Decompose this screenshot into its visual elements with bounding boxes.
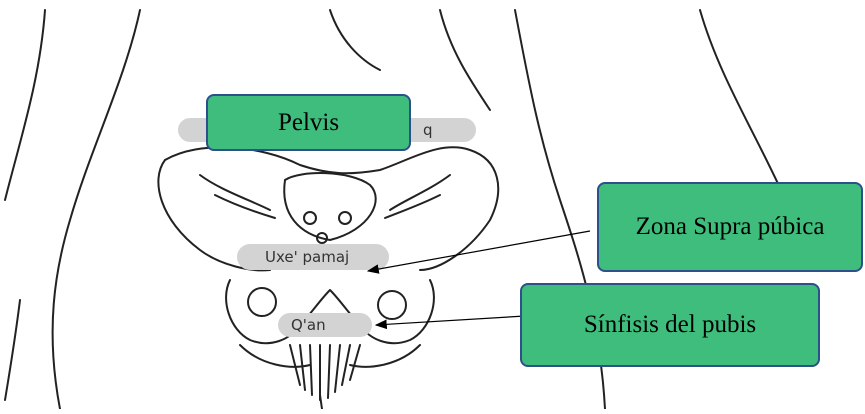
label-pelvis: Pelvis <box>206 94 411 151</box>
pill-middle-label: Uxe' pamaj <box>265 248 349 266</box>
pill-top-label: q <box>423 121 433 139</box>
label-zona-supra-pubica: Zona Supra púbica <box>597 182 863 272</box>
label-pelvis-text: Pelvis <box>278 109 339 137</box>
arrow-supra-pubica <box>368 231 590 271</box>
label-sinfisis-del-pubis-text: Sínfisis del pubis <box>584 311 756 339</box>
label-zona-supra-pubica-text: Zona Supra púbica <box>636 213 825 241</box>
pill-bottom-label: Q'an <box>291 316 326 334</box>
label-sinfisis-del-pubis: Sínfisis del pubis <box>520 283 820 367</box>
